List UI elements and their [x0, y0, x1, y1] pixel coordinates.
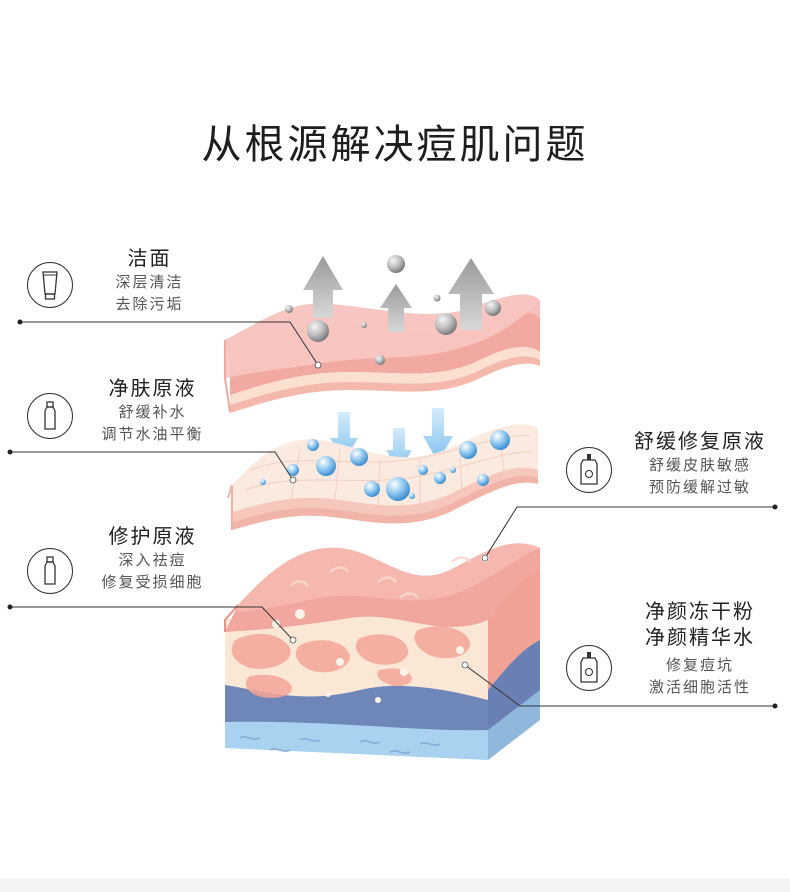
- tube-icon: [27, 262, 73, 308]
- step-desc: 深层清洁: [115, 273, 184, 291]
- bottle-icon: [27, 548, 73, 594]
- leader-end-dots: [289, 361, 489, 669]
- footer-strip: [0, 878, 790, 892]
- impurity-particles: [285, 255, 501, 365]
- step-title: 净肤原液: [108, 376, 197, 400]
- step-freeze-dried-label: 净颜冻干粉 净颜精华水 修复痘坑 激活细胞活性: [625, 598, 775, 698]
- step-title: 舒缓修复原液: [634, 429, 766, 453]
- leader-dots: [7, 319, 778, 709]
- step-title: 净颜冻干粉: [645, 599, 755, 623]
- leader-lines: [10, 321, 775, 707]
- step-title-2: 净颜精华水: [645, 625, 755, 649]
- step-desc: 修复受损细胞: [101, 573, 204, 591]
- impurity-arrows: [303, 256, 494, 332]
- step-desc: 激活细胞活性: [648, 678, 751, 696]
- step-desc: 舒缓补水: [118, 403, 187, 421]
- step-purify-label: 净肤原液 舒缓补水 调节水油平衡: [85, 375, 220, 445]
- deep-skin-block: [224, 543, 540, 760]
- nutrient-particles: [260, 430, 510, 501]
- dropper-bottle-icon: [566, 645, 612, 691]
- step-title: 修护原液: [108, 524, 197, 548]
- step-cleanse-label: 洁面 深层清洁 去除污垢: [92, 245, 207, 315]
- bottle-icon: [27, 393, 73, 439]
- step-desc: 预防缓解过敏: [648, 478, 751, 496]
- dropper-bottle-icon: [566, 447, 612, 493]
- page-title: 从根源解决痘肌问题: [201, 122, 589, 168]
- step-desc: 去除污垢: [115, 295, 184, 313]
- step-desc: 深入祛痘: [118, 551, 187, 569]
- step-title: 洁面: [127, 246, 172, 270]
- step-desc: 修复痘坑: [665, 656, 734, 674]
- step-desc: 舒缓皮肤敏感: [648, 456, 751, 474]
- step-repair-label: 修护原液 深入祛痘 修复受损细胞: [85, 523, 220, 593]
- step-soothe-label: 舒缓修复原液 舒缓皮肤敏感 预防缓解过敏: [620, 428, 780, 498]
- step-desc: 调节水油平衡: [101, 425, 204, 443]
